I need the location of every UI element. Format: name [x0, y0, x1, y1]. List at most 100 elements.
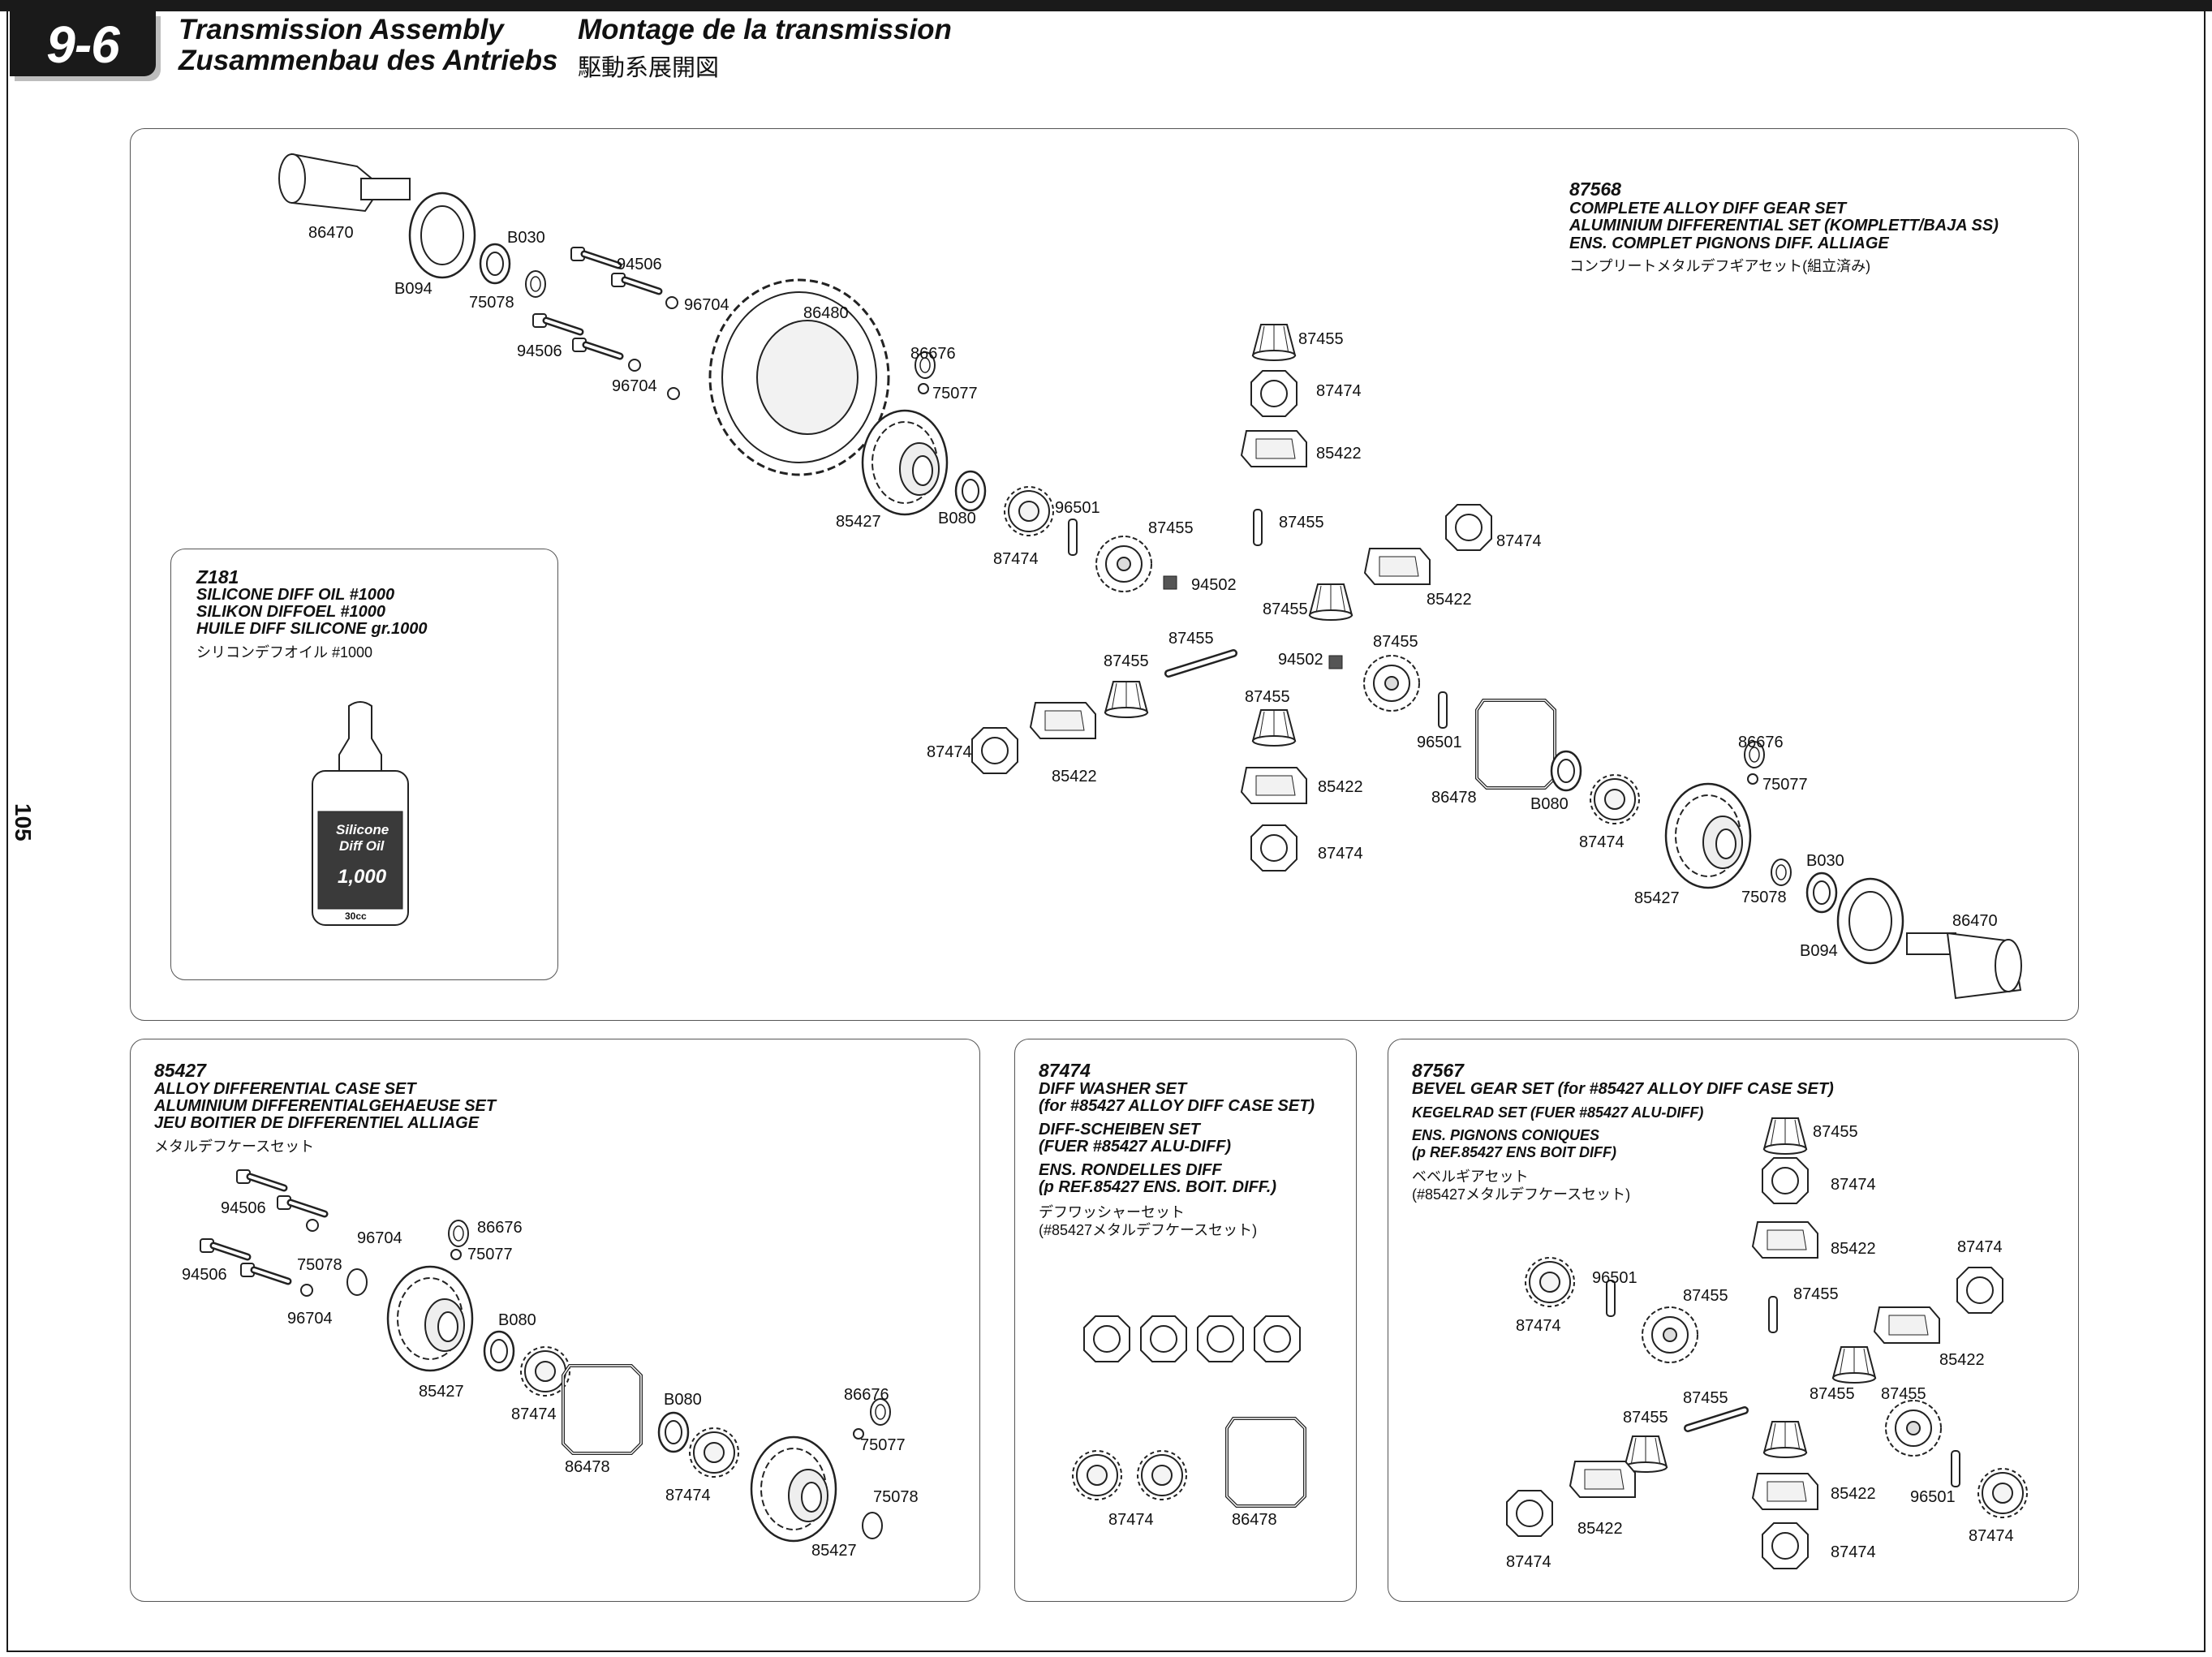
part-label: 86478	[565, 1458, 610, 1476]
case-jp: メタルデフケースセット	[154, 1138, 315, 1155]
spur-gear-86480	[708, 278, 890, 476]
part-label: 87474	[511, 1405, 557, 1423]
part-label: 87474	[1316, 382, 1362, 400]
part-label: 96704	[287, 1310, 333, 1328]
part-label: 85422	[1427, 591, 1472, 609]
bottle-value: 1,000	[338, 866, 387, 888]
part-label: 87455	[1683, 1389, 1728, 1407]
part-label: 87455	[1245, 688, 1290, 706]
part-label: B080	[1530, 795, 1569, 813]
part-label: 87455	[1104, 652, 1149, 670]
part-label: 87474	[1318, 845, 1363, 863]
part-label: 75078	[873, 1488, 919, 1506]
part-label: 87474	[993, 550, 1039, 568]
frame-right-border	[2204, 11, 2206, 1651]
bottle-label-1: Silicone	[336, 822, 389, 837]
bevel-line2: KEGELRAD SET (FUER #85427 ALU-DIFF)	[1412, 1104, 1704, 1121]
section-number: 9-6	[46, 15, 120, 74]
part-label: 94502	[1191, 576, 1237, 594]
frame-bottom-border	[6, 1651, 2206, 1652]
part-label: B080	[498, 1311, 536, 1329]
part-label: 87474	[1831, 1176, 1876, 1194]
part-label: 87455	[1623, 1409, 1668, 1427]
title-en: Transmission Assembly	[179, 14, 504, 45]
cross-shaft	[1164, 649, 1237, 678]
part-label: 85422	[1052, 768, 1097, 785]
part-label: 87455	[1810, 1385, 1855, 1403]
part-label: B080	[938, 510, 976, 527]
set-87568-line1: COMPLETE ALLOY DIFF GEAR SET	[1569, 200, 1847, 217]
part-label: 86676	[844, 1386, 889, 1404]
outdrive-left	[278, 153, 411, 213]
part-label: B030	[507, 229, 545, 247]
part-label: 75077	[860, 1436, 906, 1454]
part-label: 87474	[1516, 1317, 1561, 1335]
washer-line6: (p REF.85427 ENS. BOIT. DIFF.)	[1039, 1178, 1277, 1196]
washer-line1: DIFF WASHER SET	[1039, 1080, 1187, 1098]
part-label: 86478	[1431, 789, 1477, 807]
part-label: 96501	[1055, 499, 1100, 517]
part-label: 87474	[1957, 1238, 2003, 1256]
part-label: 94502	[1278, 651, 1323, 669]
part-label: 85422	[1939, 1351, 1985, 1369]
part-label: 75077	[932, 385, 978, 402]
part-label: 86470	[308, 224, 354, 242]
washer-jp1: デフワッシャーセット	[1039, 1204, 1185, 1220]
part-label: 87474	[1506, 1553, 1551, 1571]
bottle-volume: 30cc	[345, 910, 367, 922]
part-label: 86478	[1232, 1511, 1277, 1529]
oil-jp: シリコンデフオイル #1000	[196, 644, 373, 661]
case-line1: ALLOY DIFFERENTIAL CASE SET	[154, 1080, 416, 1098]
part-label: 87474	[1496, 532, 1542, 550]
washer-line4: (FUER #85427 ALU-DIFF)	[1039, 1138, 1232, 1156]
part-label: B080	[664, 1391, 702, 1409]
part-label: 75078	[469, 294, 514, 312]
part-label: 87474	[1969, 1527, 2014, 1545]
part-label: 85422	[1318, 778, 1363, 796]
part-label: 96501	[1592, 1269, 1637, 1287]
set-87568-line3: ENS. COMPLET PIGNONS DIFF. ALLIAGE	[1569, 235, 1889, 252]
bevel-gear-set-panel	[1388, 1039, 2079, 1602]
part-label: 96704	[684, 296, 729, 314]
silicone-oil-bottle	[312, 701, 409, 926]
part-label: 87455	[1813, 1123, 1858, 1141]
case-number: 85427	[154, 1060, 206, 1081]
part-label: 87474	[1579, 833, 1625, 851]
part-label: 87474	[1831, 1543, 1876, 1561]
part-label: 86676	[910, 345, 956, 363]
part-label: 75078	[297, 1256, 342, 1274]
washer-number: 87474	[1039, 1060, 1091, 1081]
case-line3: JEU BOITIER DE DIFFERENTIEL ALLIAGE	[154, 1114, 480, 1132]
part-label: 87455	[1881, 1385, 1926, 1403]
part-label: 85427	[1634, 889, 1680, 907]
part-label: 96704	[612, 377, 657, 395]
bevel-jp1: ベベルギアセット	[1412, 1169, 1529, 1185]
frame-left-border	[6, 11, 8, 1651]
part-label: 86676	[477, 1219, 523, 1237]
oil-line3: HUILE DIFF SILICONE gr.1000	[196, 620, 428, 638]
part-label: B094	[394, 280, 433, 298]
part-label: 94506	[617, 256, 662, 273]
oil-line2: SILIKON DIFFOEL #1000	[196, 603, 386, 621]
part-label: 87474	[927, 743, 972, 761]
part-label: 85422	[1316, 445, 1362, 463]
title-fr: Montage de la transmission	[578, 14, 952, 45]
case-set-panel	[130, 1039, 980, 1602]
part-label: B094	[1800, 942, 1838, 960]
part-label: 75078	[1741, 889, 1787, 906]
part-label: 87455	[1298, 330, 1344, 348]
part-label: 86676	[1738, 734, 1784, 751]
part-label: 87455	[1279, 514, 1324, 532]
washer-line3: DIFF-SCHEIBEN SET	[1039, 1121, 1200, 1138]
part-label: 87455	[1263, 600, 1308, 618]
oil-number: Z181	[196, 566, 239, 587]
part-label: 75077	[1762, 776, 1808, 794]
bevel-line3: ENS. PIGNONS CONIQUES	[1412, 1127, 1600, 1143]
washer-set-panel	[1014, 1039, 1357, 1602]
part-label: 85427	[419, 1383, 464, 1401]
part-label: 87455	[1373, 633, 1418, 651]
part-label: 86480	[803, 304, 849, 322]
part-label: 75077	[467, 1246, 513, 1263]
set-87568-line2: ALUMINIUM DIFFERENTIAL SET (KOMPLETT/BAJ…	[1569, 217, 1999, 235]
part-label: 85427	[836, 513, 881, 531]
